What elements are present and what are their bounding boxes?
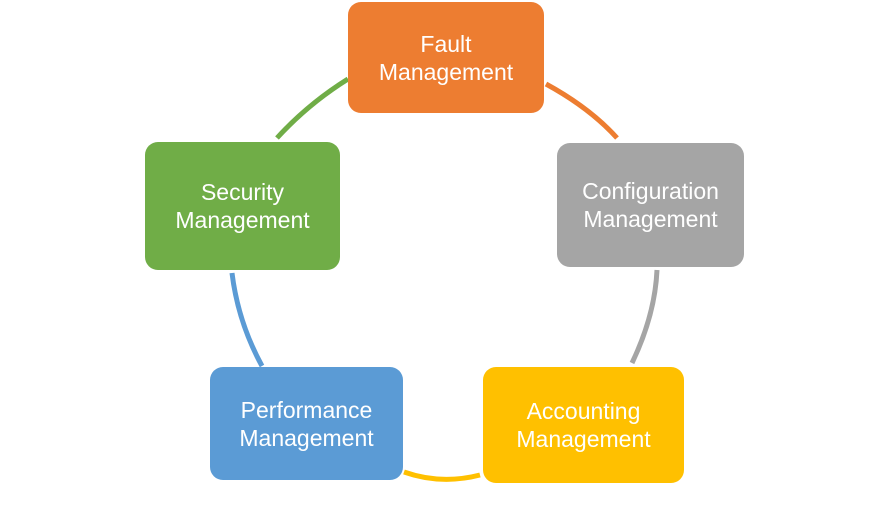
accounting-management-label: Accounting Management — [516, 398, 651, 452]
accounting-management-box: Accounting Management — [483, 367, 684, 483]
configuration-management-box: Configuration Management — [557, 143, 744, 267]
fault-management-label: Fault Management — [378, 30, 514, 85]
connector-accounting-to-performance — [403, 469, 481, 482]
connector-performance-to-security — [229, 272, 265, 368]
connector-configuration-to-accounting — [629, 269, 660, 365]
connector-security-to-fault — [275, 76, 350, 140]
performance-management-box: Performance Management — [210, 367, 403, 480]
security-management-label: Security Management — [175, 179, 310, 233]
configuration-management-label: Configuration Management — [582, 178, 719, 232]
fault-management-box: Fault Management — [348, 2, 544, 113]
connector-fault-to-configuration — [544, 81, 619, 140]
performance-management-label: Performance Management — [239, 396, 374, 451]
security-management-box: Security Management — [145, 142, 340, 270]
